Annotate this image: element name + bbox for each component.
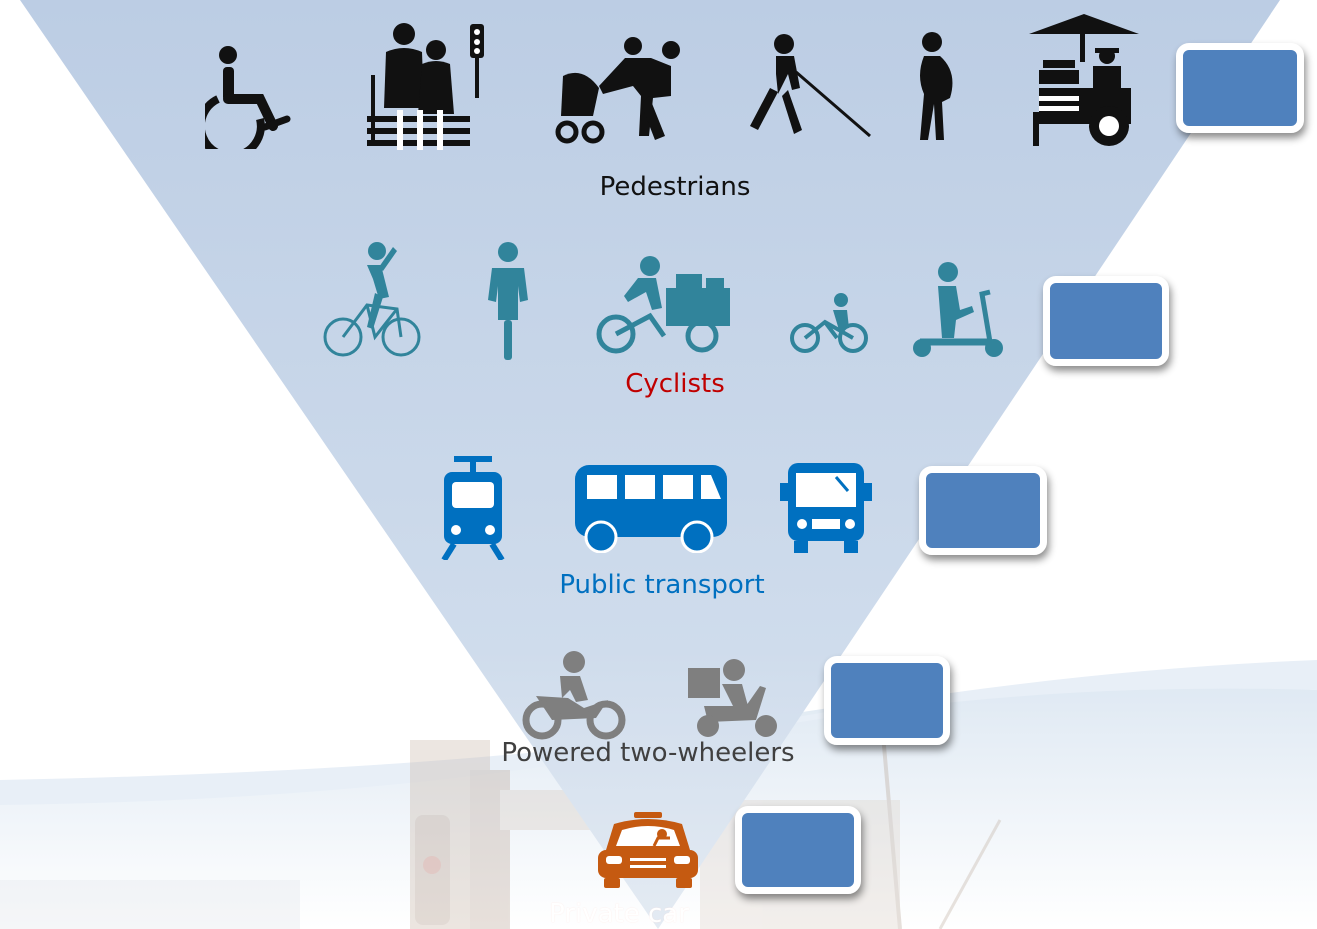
parent-with-stroller-icon bbox=[555, 37, 680, 144]
motorcycle-icon bbox=[522, 651, 626, 740]
cyclist-icon bbox=[323, 242, 421, 357]
pedestrians-box[interactable] bbox=[1176, 43, 1304, 133]
cyclist-front-icon bbox=[488, 242, 528, 360]
tram-icon bbox=[441, 456, 505, 560]
street-vendor-cart-icon bbox=[1029, 14, 1139, 146]
pyramid bbox=[20, 0, 1280, 929]
public-transport-box[interactable] bbox=[919, 466, 1047, 555]
delivery-scooter-icon bbox=[688, 659, 777, 737]
kick-scooter-icon bbox=[913, 262, 1003, 357]
two-wheelers-box[interactable] bbox=[824, 656, 950, 745]
cyclists-box[interactable] bbox=[1043, 276, 1169, 366]
tier-label-private-car: Private car bbox=[549, 899, 689, 929]
wheelchair-user-icon bbox=[205, 46, 291, 149]
private-car-box[interactable] bbox=[735, 806, 861, 894]
blind-person-with-cane-icon bbox=[750, 34, 871, 138]
tier-label-two-wheelers: Powered two-wheelers bbox=[501, 738, 795, 768]
child-bike-icon bbox=[790, 293, 868, 353]
bus-side-icon bbox=[575, 465, 727, 553]
car-icon bbox=[598, 812, 698, 888]
tier-label-pedestrians: Pedestrians bbox=[599, 172, 751, 202]
pregnant-woman-icon bbox=[920, 32, 953, 140]
tier-label-public-transport: Public transport bbox=[559, 570, 765, 600]
bus-front-icon bbox=[780, 463, 872, 553]
tier-label-cyclists: Cyclists bbox=[625, 369, 725, 399]
elderly-couple-crossing-icon bbox=[367, 23, 484, 150]
cargo-bike-icon bbox=[596, 256, 730, 354]
